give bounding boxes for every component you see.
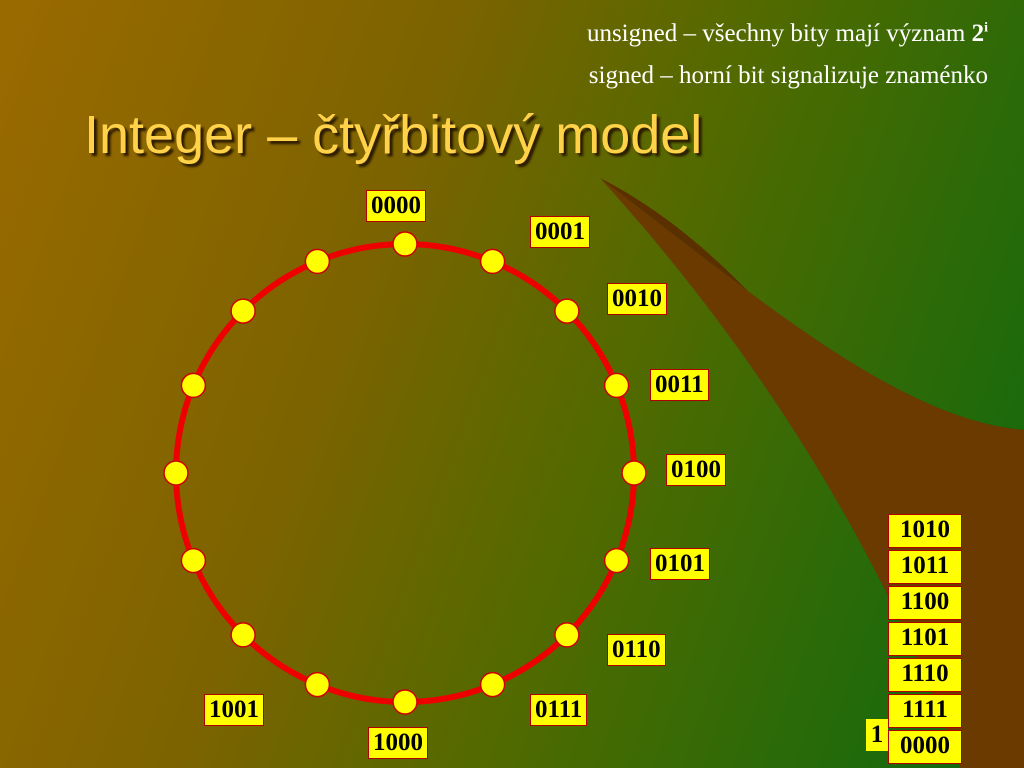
wheel-dot xyxy=(304,248,331,275)
wheel-dot xyxy=(603,372,630,399)
wheel-dot xyxy=(392,231,418,257)
subtitle-signed: signed – horní bit signalizuje znaménko xyxy=(588,62,988,89)
wheel-dot xyxy=(621,460,647,486)
wheel-dot xyxy=(392,689,418,715)
wheel-dot xyxy=(603,547,630,574)
wheel-label-0001: 0001 xyxy=(530,216,590,248)
wheel-dot xyxy=(230,298,256,324)
wheel-dot xyxy=(554,298,580,324)
stack-cell: 1101 xyxy=(888,622,962,656)
wheel-label-1000: 1000 xyxy=(368,727,428,759)
wheel-label-1001: 1001 xyxy=(204,694,264,726)
stack-cell: 1110 xyxy=(888,658,962,692)
overflow-stack: 1010 1011 1100 1101 1110 1111 0000 xyxy=(888,514,962,766)
wheel-dot xyxy=(554,622,580,648)
wheel-dot xyxy=(180,372,207,399)
wheel-label-0010: 0010 xyxy=(607,283,667,315)
power-base: 2 xyxy=(971,20,985,47)
wheel-dot xyxy=(304,671,331,698)
subtitle-unsigned: unsigned – všechny bity mají význam 2i xyxy=(587,20,988,48)
wheel-label-0100: 0100 xyxy=(666,454,726,486)
stack-cell: 0000 xyxy=(888,730,962,764)
wheel-label-0111: 0111 xyxy=(530,694,588,726)
wheel-label-0000: 0000 xyxy=(366,190,426,222)
power-exponent: i xyxy=(984,20,988,36)
wheel-dot xyxy=(479,248,506,275)
carry-bit: 1 xyxy=(866,719,888,751)
wheel-dot xyxy=(479,671,506,698)
wheel-dot xyxy=(180,547,207,574)
stack-cell: 1010 xyxy=(888,514,962,548)
wheel-dots xyxy=(163,231,647,715)
wheel-label-0110: 0110 xyxy=(607,634,666,666)
stack-cell: 1111 xyxy=(888,694,962,728)
wheel-dot xyxy=(163,460,189,486)
wheel-dot xyxy=(230,622,256,648)
stack-cell: 1100 xyxy=(888,586,962,620)
wheel-label-0011: 0011 xyxy=(650,369,709,401)
subtitle-unsigned-text: unsigned – všechny bity mají význam xyxy=(586,20,972,47)
stack-cell: 1011 xyxy=(888,550,962,584)
page-title: Integer – čtyřbitový model xyxy=(84,105,703,165)
wheel-label-0101: 0101 xyxy=(650,548,710,580)
